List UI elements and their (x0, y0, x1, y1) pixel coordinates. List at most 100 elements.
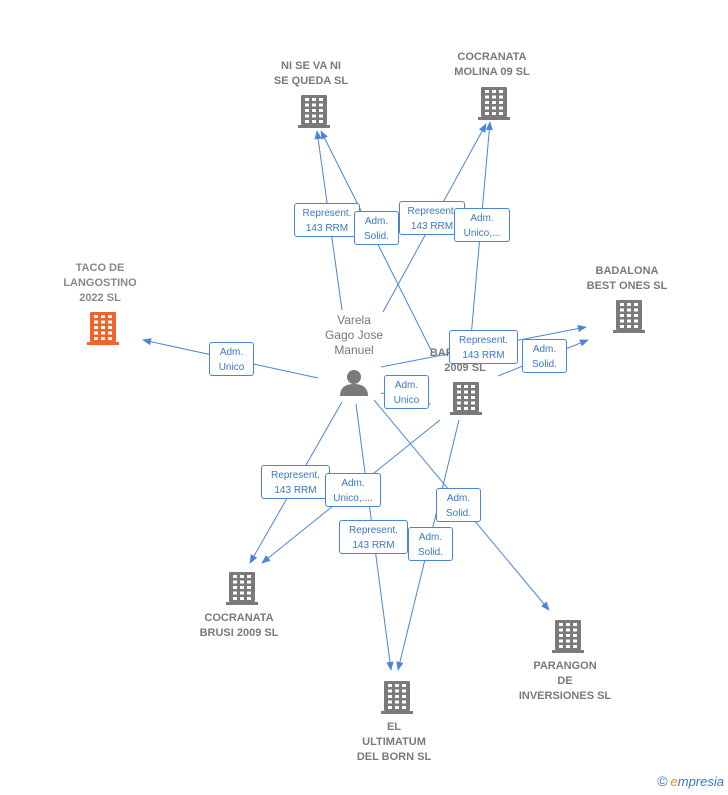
building-window (319, 120, 323, 123)
building-window (94, 320, 98, 324)
building-window (319, 98, 323, 101)
building-window (464, 396, 468, 399)
building-window (319, 109, 323, 112)
edge-label: Adm. Unico,.... (325, 473, 381, 507)
building-window (471, 401, 475, 405)
edge-label: Represent. 143 RRM (261, 465, 330, 499)
building-window (627, 314, 631, 317)
building-window (457, 396, 461, 399)
building-window (108, 326, 112, 329)
building-window (312, 120, 316, 123)
building-window (402, 706, 406, 709)
building-window (485, 95, 489, 99)
building-window (620, 303, 624, 306)
building-window (388, 695, 392, 698)
building-window (305, 103, 309, 107)
building-window (499, 90, 503, 93)
company-label-badalona[interactable]: BADALONA BEST ONES SL (586, 265, 668, 292)
company-label-ni-se-va[interactable]: NI SE VA NI SE QUEDA SL (273, 60, 349, 87)
building-window (457, 390, 461, 394)
building-window (485, 106, 489, 110)
building-window (305, 120, 309, 123)
building-window (395, 684, 399, 687)
building-window (627, 308, 631, 312)
brand-logo: empresia (670, 774, 724, 789)
building-window (634, 303, 638, 306)
building-window (464, 390, 468, 394)
building-window (108, 337, 112, 340)
building-window (247, 580, 251, 584)
building-window (492, 90, 496, 93)
building-window (233, 597, 237, 600)
building-window (108, 315, 112, 318)
building-window (485, 90, 489, 93)
building-window (566, 645, 570, 648)
building-window (464, 385, 468, 388)
building-window (559, 628, 563, 632)
building-window (627, 303, 631, 306)
building-window (395, 695, 399, 698)
person-icon[interactable] (340, 370, 368, 396)
building-window (94, 315, 98, 318)
building-window (108, 320, 112, 324)
building-window (492, 95, 496, 99)
building-window (634, 308, 638, 312)
building-window (620, 319, 624, 323)
building-window (559, 634, 563, 637)
building-window (319, 103, 323, 107)
building-window (620, 308, 624, 312)
building-window (233, 591, 237, 595)
building-window (312, 98, 316, 101)
building-window (573, 628, 577, 632)
building-window (559, 645, 563, 648)
company-label-taco[interactable]: TACO DE LANGOSTINO 2022 SL (63, 262, 137, 304)
building-window (464, 401, 468, 405)
company-label-cocranata-molina[interactable]: COCRANATA MOLINA 09 SL (454, 51, 530, 78)
building-window (305, 114, 309, 118)
building-window (566, 639, 570, 643)
building-window (101, 315, 105, 318)
building-window (247, 575, 251, 578)
company-label-ultimatum[interactable]: EL ULTIMATUM DEL BORN SL (356, 721, 432, 763)
building-window (247, 586, 251, 589)
building-window (101, 326, 105, 329)
building-window (101, 337, 105, 340)
building-window (240, 575, 244, 578)
building-window (388, 689, 392, 693)
building-window (247, 597, 251, 600)
company-label-cocranata-brusi[interactable]: COCRANATA BRUSI 2009 SL (199, 612, 279, 639)
building-window (388, 706, 392, 709)
building-window (319, 114, 323, 118)
building-window (471, 385, 475, 388)
building-window (573, 634, 577, 637)
building-window (395, 700, 399, 704)
building-window (634, 325, 638, 328)
building-window (94, 326, 98, 329)
edge-label: Represent. 143 RRM (294, 203, 360, 237)
building-window (620, 314, 624, 317)
person-label[interactable]: Varela Gago Jose Manuel (324, 313, 384, 357)
building-window (559, 639, 563, 643)
edge-label: Adm. Unico (209, 342, 254, 376)
building-window (108, 331, 112, 335)
edge-label: Adm. Unico (384, 375, 429, 409)
edge-label: Adm. Unico,... (454, 208, 510, 242)
building-window (312, 103, 316, 107)
building-window (233, 575, 237, 578)
building-window (240, 586, 244, 589)
building-window (485, 101, 489, 104)
building-window (402, 695, 406, 698)
building-window (94, 337, 98, 340)
building-window (101, 331, 105, 335)
building-window (101, 320, 105, 324)
building-window (492, 112, 496, 115)
edge-label: Adm. Solid. (408, 527, 453, 561)
copyright-symbol: © (657, 773, 668, 789)
building-window (566, 628, 570, 632)
building-window (499, 95, 503, 99)
company-label-parangon[interactable]: PARANGON DE INVERSIONES SL (518, 660, 612, 702)
footer-brand[interactable]: ©empresia (657, 773, 724, 789)
building-window (247, 591, 251, 595)
building-window (457, 401, 461, 405)
building-window (471, 396, 475, 399)
